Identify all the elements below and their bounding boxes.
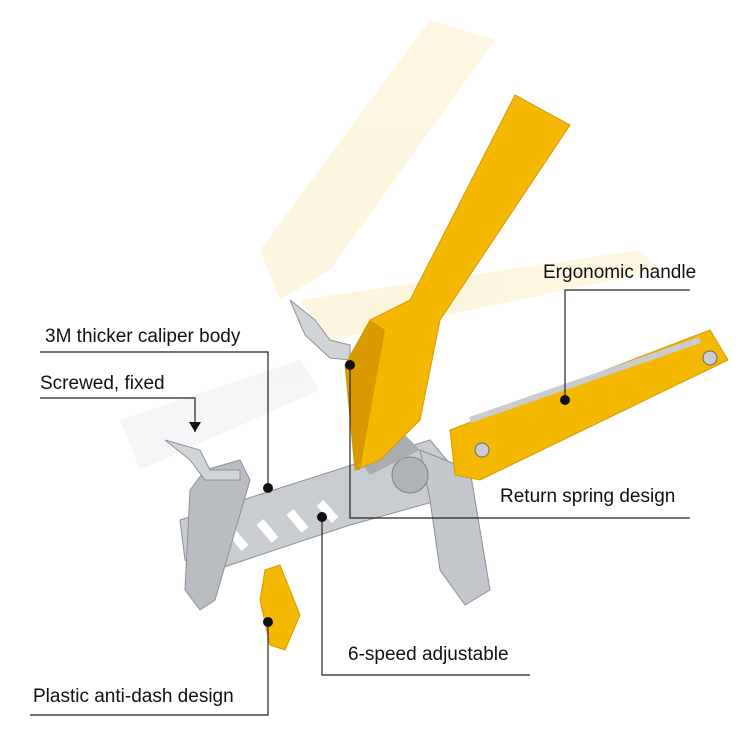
- label-screwed-fixed: Screwed, fixed: [40, 373, 165, 394]
- label-return-spring: Return spring design: [500, 486, 676, 507]
- callout-lines: [30, 289, 690, 716]
- label-caliper-body: 3M thicker caliper body: [45, 326, 241, 347]
- label-ergonomic-handle: Ergonomic handle: [543, 262, 697, 283]
- callout-dots: [263, 360, 570, 627]
- label-six-speed: 6-speed adjustable: [348, 644, 509, 665]
- plastic-anti-dash-piece: [259, 564, 301, 651]
- lower-handle: [449, 329, 729, 481]
- upper-handle: [344, 94, 571, 471]
- caliper-body: [179, 430, 491, 611]
- wing-nut-screws: [164, 299, 351, 481]
- arrow-icon: [189, 422, 201, 432]
- label-anti-dash: Plastic anti-dash design: [33, 686, 234, 707]
